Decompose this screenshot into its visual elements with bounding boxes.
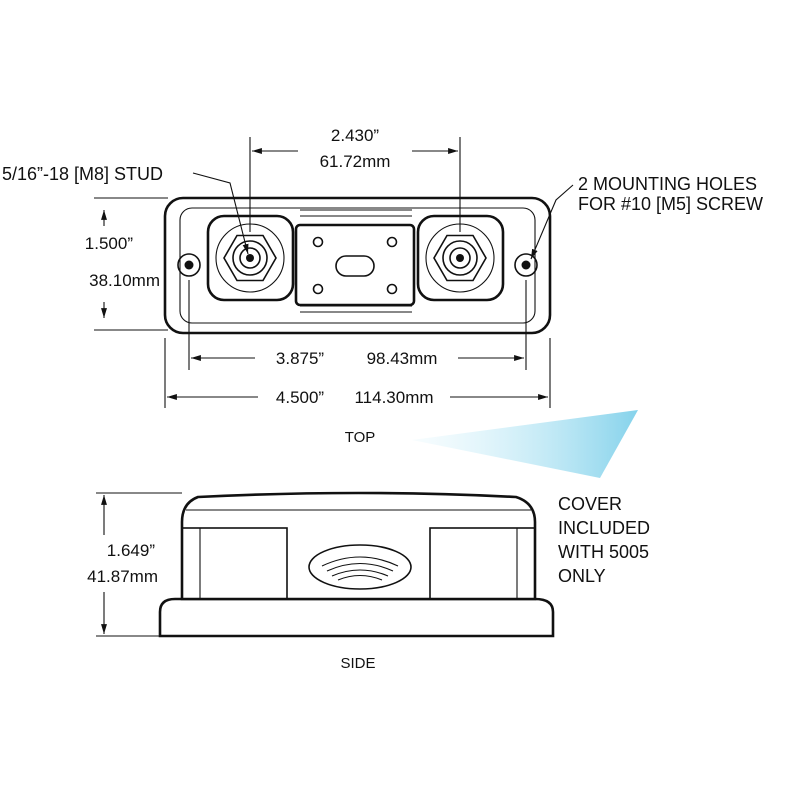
stud-leader: 5/16”-18 [M8] STUD (2, 164, 249, 255)
cover-note-line2: INCLUDED (558, 518, 650, 538)
light-glint (412, 410, 638, 478)
side-right-terminal (429, 527, 536, 600)
height-in: 1.649” (107, 541, 156, 560)
side-view: 1.649” 41.87mm COVER INCLUDED WITH 5005 … (87, 491, 650, 672)
side-left-terminal (181, 527, 288, 600)
holes-note-line1: 2 MOUNTING HOLES (578, 174, 757, 194)
holes-note-line2: FOR #10 [M5] SCREW (578, 194, 763, 214)
cover-note-line4: ONLY (558, 566, 606, 586)
width-in: 1.500” (85, 234, 134, 253)
right-stud-nut (433, 234, 487, 282)
mounting-hole-right (514, 253, 538, 277)
side-cover (180, 491, 537, 601)
stud-spacing-in: 2.430” (331, 126, 380, 145)
overall-in: 4.500” (276, 388, 325, 407)
dim-hole-spacing: 3.875” 98.43mm (188, 280, 527, 370)
dim-overall: 4.500” 114.30mm (164, 338, 551, 408)
cover-note-line3: WITH 5005 (558, 542, 649, 562)
left-stud-nut (223, 234, 277, 282)
stud-spacing-mm: 61.72mm (320, 152, 391, 171)
width-mm: 38.10mm (89, 271, 160, 290)
cover-note: COVER INCLUDED WITH 5005 ONLY (558, 494, 650, 586)
cover-note-line1: COVER (558, 494, 622, 514)
stud-note: 5/16”-18 [M8] STUD (2, 164, 163, 184)
side-view-label: SIDE (340, 655, 375, 672)
hole-spacing-mm: 98.43mm (367, 349, 438, 368)
overall-mm: 114.30mm (354, 388, 433, 407)
center-slot (335, 255, 375, 277)
dim-stud-spacing: 2.430” 61.72mm (249, 126, 461, 232)
holes-leader: 2 MOUNTING HOLES FOR #10 [M5] SCREW (530, 174, 763, 260)
top-view: 2.430” 61.72mm 5/16”-18 [M8] STUD 2 MOUN… (2, 126, 763, 446)
hole-spacing-in: 3.875” (276, 349, 325, 368)
height-mm: 41.87mm (87, 567, 158, 586)
mounting-hole-left (177, 253, 201, 277)
left-stud-housing (206, 214, 295, 302)
dim-width: 1.500” 38.10mm (85, 197, 168, 331)
center-fuse-body (294, 223, 416, 307)
top-view-label: TOP (345, 429, 376, 446)
side-base (158, 597, 555, 638)
top-base-inner-edge (179, 207, 536, 324)
dim-height: 1.649” 41.87mm (87, 492, 182, 637)
side-oval-window (308, 544, 412, 590)
